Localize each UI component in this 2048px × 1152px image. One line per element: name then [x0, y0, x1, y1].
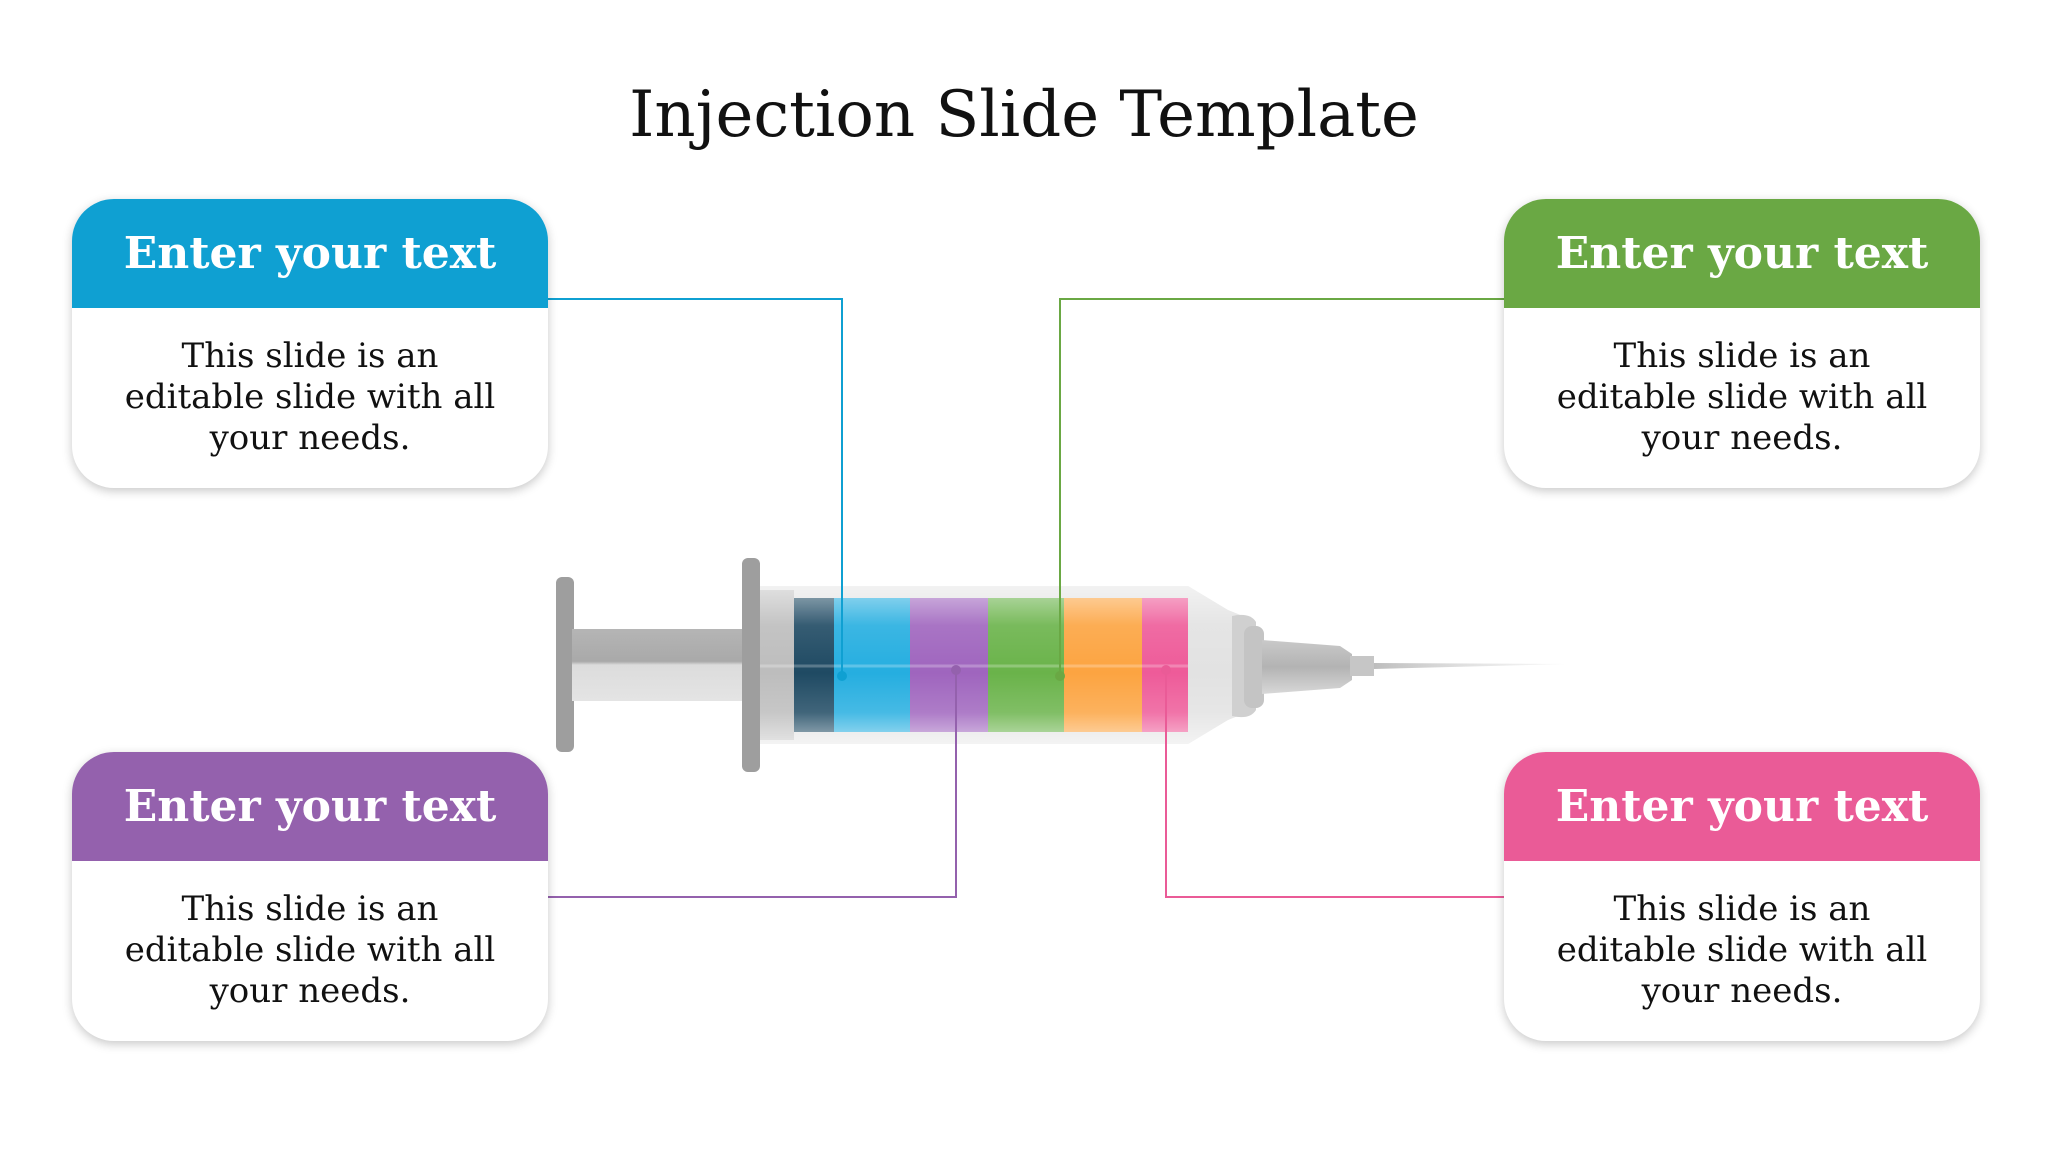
card-heading: Enter your text	[1504, 752, 1980, 861]
info-card-top-right: Enter your text This slide is an editabl…	[1504, 199, 1980, 488]
card-body-text: This slide is an editable slide with all…	[1556, 889, 1928, 1011]
plunger-rod	[572, 629, 742, 701]
plunger-cap	[556, 577, 574, 752]
connector-lines	[548, 298, 1504, 898]
card-heading: Enter your text	[72, 752, 548, 861]
info-card-bottom-left: Enter your text This slide is an editabl…	[72, 752, 548, 1041]
card-heading: Enter your text	[72, 199, 548, 308]
connector-dot	[1161, 665, 1171, 675]
connector-line	[548, 670, 957, 898]
connector-dot	[1055, 671, 1065, 681]
connector-line	[1059, 298, 1504, 676]
info-card-bottom-right: Enter your text This slide is an editabl…	[1504, 752, 1980, 1041]
syringe-tip	[1262, 640, 1352, 694]
syringe-needle	[1374, 663, 1566, 669]
connector-dot	[951, 665, 961, 675]
card-body-text: This slide is an editable slide with all…	[1556, 336, 1928, 458]
card-body-text: This slide is an editable slide with all…	[124, 889, 496, 1011]
card-body-text: This slide is an editable slide with all…	[124, 336, 496, 458]
card-heading: Enter your text	[1504, 199, 1980, 308]
connector-line	[1165, 670, 1504, 898]
slide-title: Injection Slide Template	[629, 78, 1419, 152]
connector-line	[548, 298, 843, 676]
connector-dot	[837, 671, 847, 681]
syringe-flange	[742, 558, 760, 772]
info-card-top-left: Enter your text This slide is an editabl…	[72, 199, 548, 488]
